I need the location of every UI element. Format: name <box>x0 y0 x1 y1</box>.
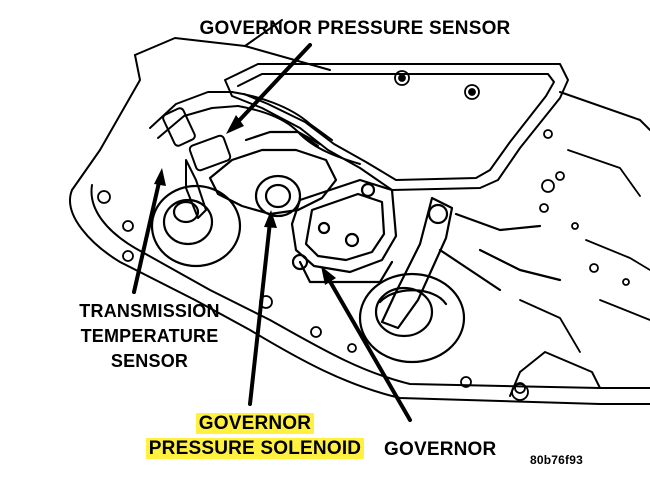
tts-label-line-3: SENSOR <box>110 351 189 371</box>
gps-label-line-2: PRESSURE SOLENOID <box>145 438 365 459</box>
figure-code: 80b76f93 <box>530 453 583 467</box>
transmission-temperature-sensor-label: TRANSMISSION TEMPERATURE SENSOR <box>42 299 257 374</box>
wiring-harness <box>149 91 361 219</box>
governor-lever <box>380 196 562 330</box>
governor-pressure-sensor-label: GOVERNOR PRESSURE SENSOR <box>199 18 511 39</box>
solenoid-body <box>208 130 338 218</box>
tts-label-line-1: TRANSMISSION <box>79 301 220 321</box>
arrow-heads <box>154 115 336 285</box>
tts-label-line-2: TEMPERATURE <box>80 326 219 346</box>
gps-label-line-1: GOVERNOR <box>195 413 315 434</box>
right-roller <box>358 272 466 364</box>
left-roller <box>150 184 242 268</box>
valve-body-plate <box>224 63 569 191</box>
governor-label: GOVERNOR <box>384 439 497 460</box>
governor-pressure-solenoid-label: GOVERNOR PRESSURE SOLENOID <box>140 411 370 461</box>
case-detail-right <box>511 149 650 401</box>
leader-lines <box>132 43 412 422</box>
governor-housing <box>290 178 398 284</box>
